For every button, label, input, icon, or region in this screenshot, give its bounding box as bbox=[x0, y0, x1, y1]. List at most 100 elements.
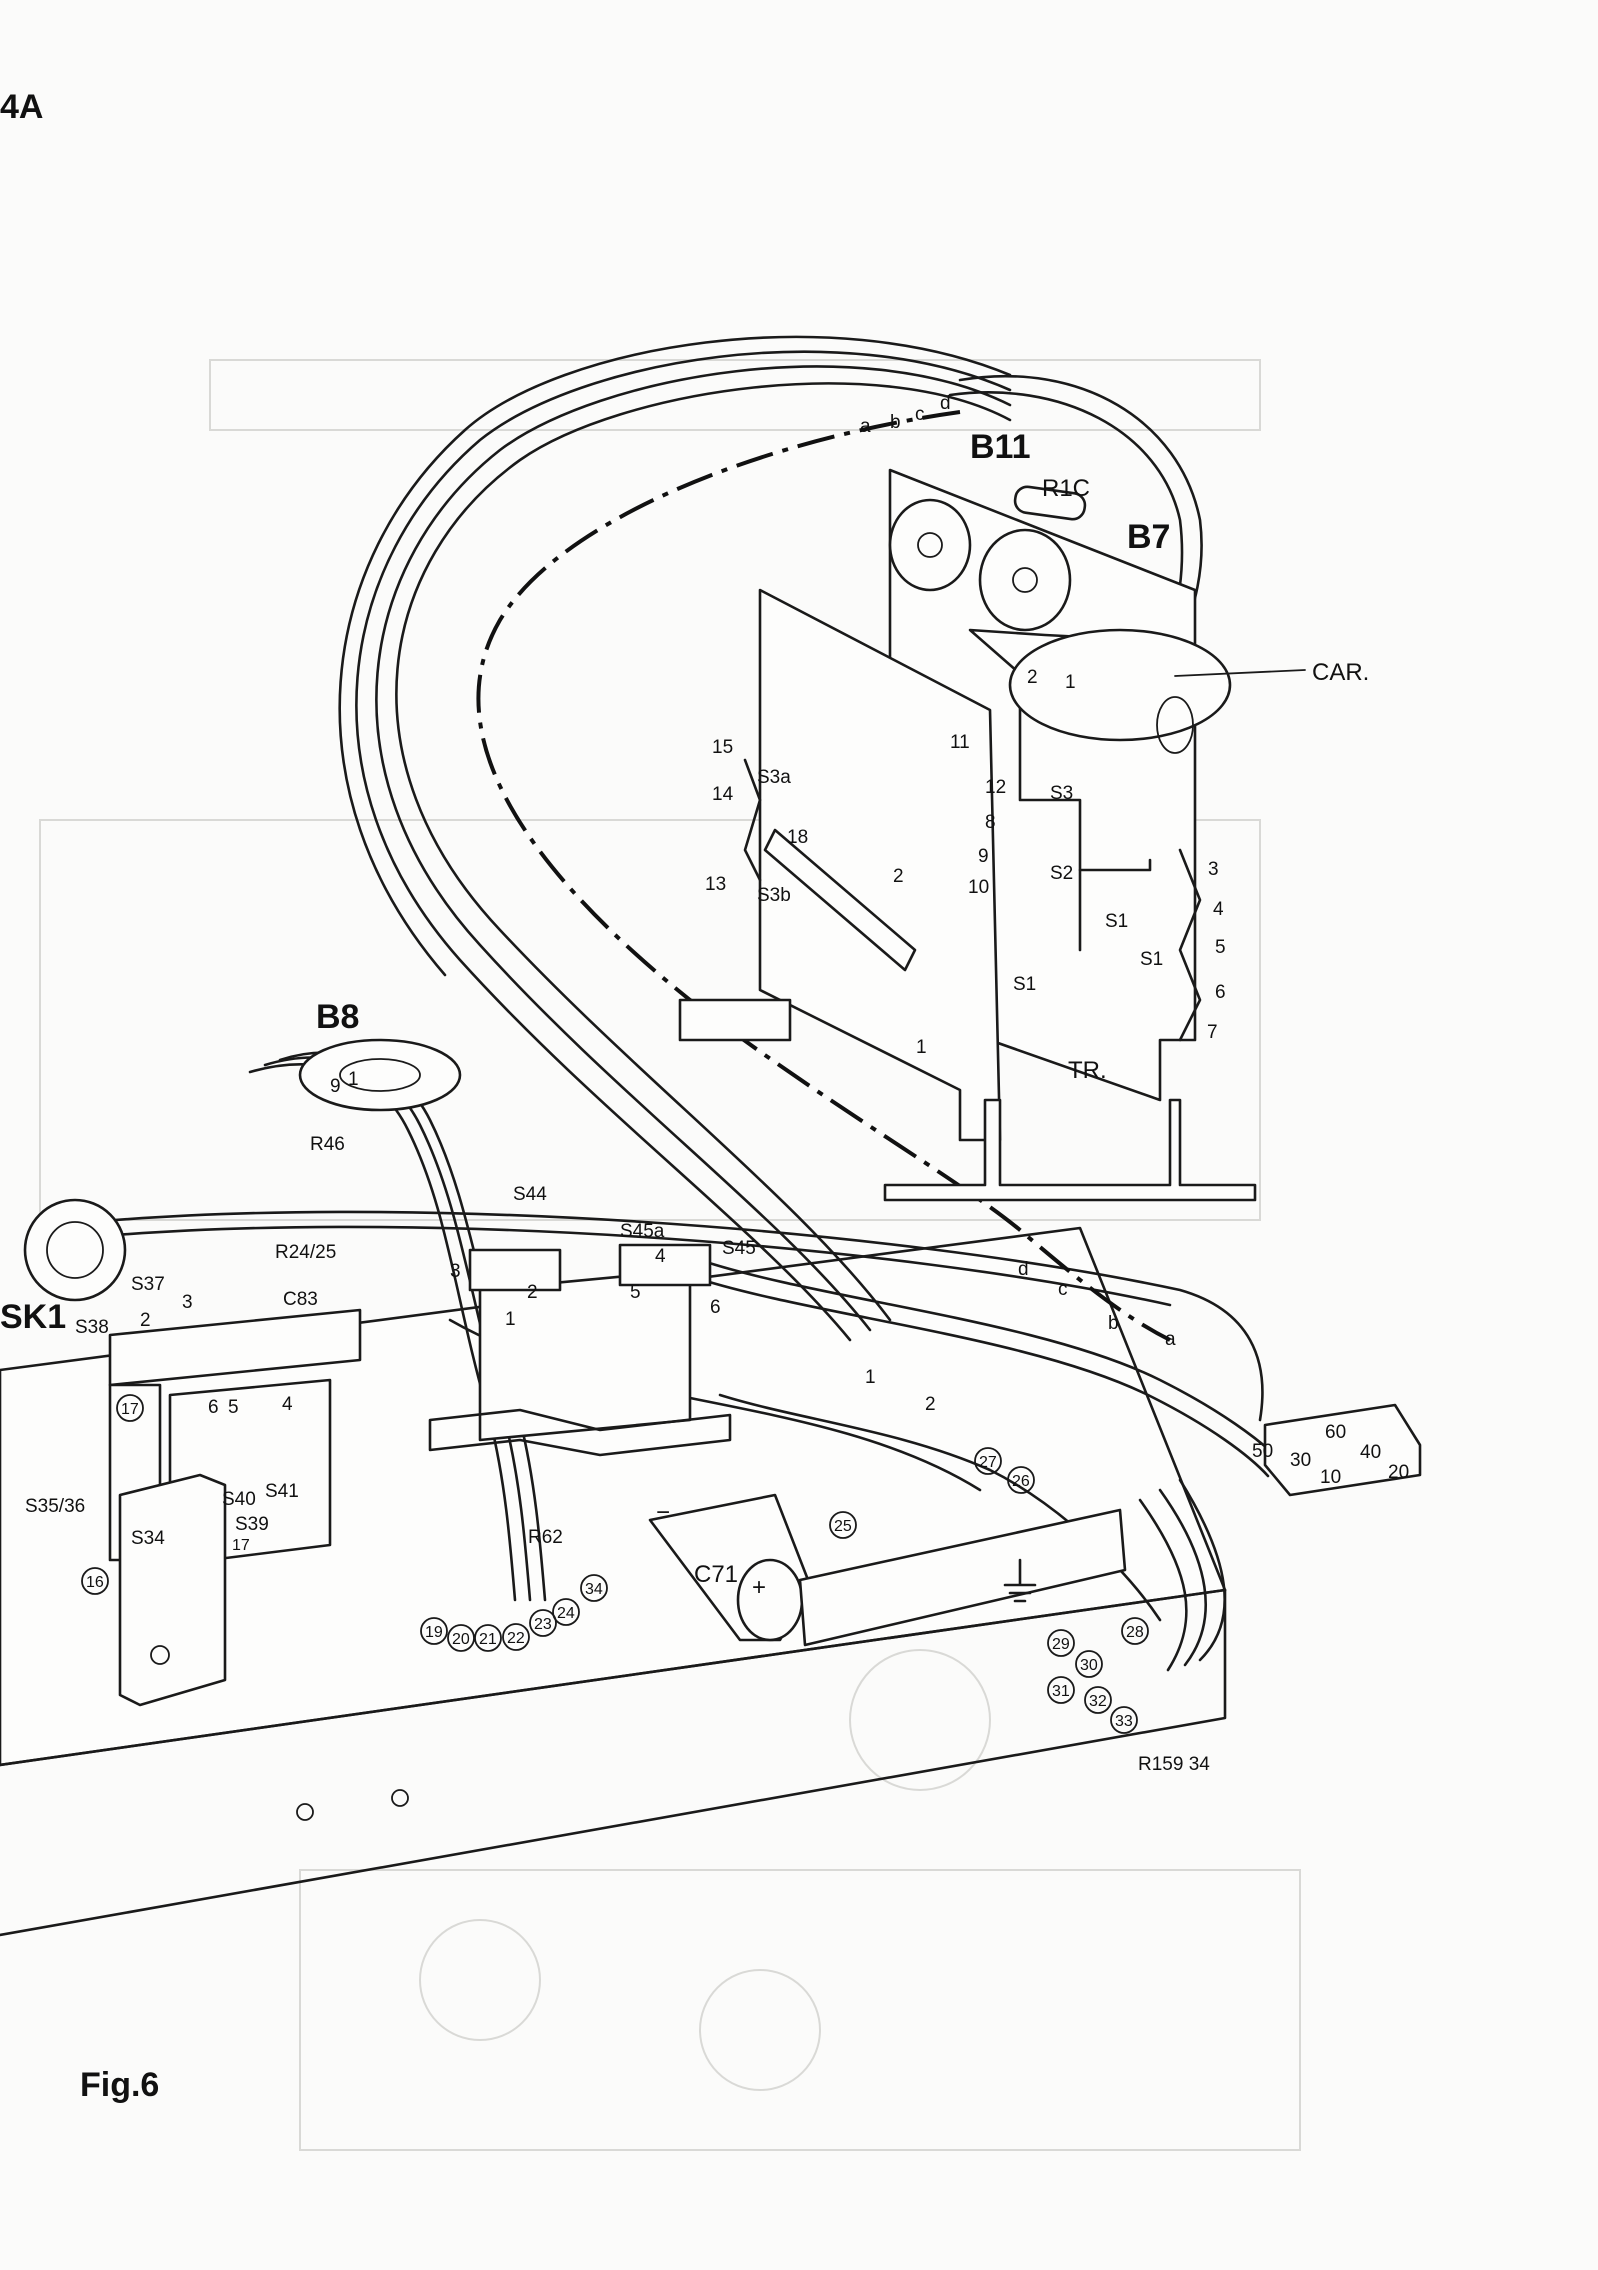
circled-32: 32 bbox=[1084, 1686, 1112, 1714]
svg-text:34: 34 bbox=[585, 1581, 603, 1598]
terminal-s39-5: 5 bbox=[228, 1397, 239, 1418]
switch-label-s44: S44 bbox=[513, 1184, 547, 1205]
cartridge bbox=[1008, 628, 1232, 754]
switch-bracket bbox=[678, 468, 1257, 1202]
terminal-s1-7: 7 bbox=[1207, 1022, 1218, 1043]
figure-label: Fig.6 bbox=[80, 2066, 159, 2104]
terminal-18: 18 bbox=[787, 827, 808, 848]
circled-26: 26 bbox=[1007, 1466, 1035, 1494]
resistor-label-r24-25: R24/25 bbox=[275, 1242, 336, 1263]
switch-label-s1-right: S1 bbox=[1140, 949, 1163, 970]
tube-label-b8: B8 bbox=[316, 998, 359, 1036]
connector-pin-20: 20 bbox=[1388, 1462, 1409, 1483]
switch-s3-arm bbox=[743, 758, 1202, 1042]
terminal-s45-5: 5 bbox=[630, 1282, 641, 1303]
switch-label-s45: S45 bbox=[722, 1238, 756, 1259]
svg-text:20: 20 bbox=[452, 1631, 470, 1648]
circled-34: 34 bbox=[580, 1574, 608, 1602]
cartridge-label: CAR. bbox=[1312, 659, 1369, 686]
switch-label-s41: S41 bbox=[265, 1481, 299, 1502]
terminal-s44-1: 1 bbox=[505, 1309, 516, 1330]
cartridge-leader bbox=[1174, 669, 1306, 677]
switch-label-s40: S40 bbox=[222, 1489, 256, 1510]
terminal-s1-3: 3 bbox=[1208, 859, 1219, 880]
terminal-b8-9: 9 bbox=[330, 1076, 341, 1097]
terminal-s1-4: 4 bbox=[1213, 899, 1224, 920]
circled-17: 17 bbox=[116, 1394, 144, 1422]
svg-text:33: 33 bbox=[1115, 1713, 1133, 1730]
svg-text:24: 24 bbox=[557, 1605, 575, 1622]
switch-label-s1-low: S1 bbox=[1013, 974, 1036, 995]
svg-text:28: 28 bbox=[1126, 1624, 1144, 1641]
tube-socket-b8 bbox=[298, 1038, 462, 1112]
tag-strip-1: 1 bbox=[865, 1367, 876, 1388]
resistor-label-r62: R62 bbox=[528, 1527, 563, 1548]
tag-strip-2: 2 bbox=[925, 1394, 936, 1415]
connector-pin-40: 40 bbox=[1360, 1442, 1381, 1463]
terminal-strip bbox=[798, 1508, 1127, 1647]
svg-text:26: 26 bbox=[1012, 1473, 1030, 1490]
switch-block-s44-s45 bbox=[468, 1243, 712, 1292]
switch-label-s39: S39 bbox=[235, 1514, 269, 1535]
capacitor-plus-symbol: + bbox=[752, 1574, 766, 1601]
switch-label-s35-36: S35/36 bbox=[25, 1496, 85, 1517]
connector-pin-60: 60 bbox=[1325, 1422, 1346, 1443]
terminal-s1-5: 5 bbox=[1215, 937, 1226, 958]
svg-text:22: 22 bbox=[507, 1630, 525, 1647]
switch-label-s45a: S45a bbox=[620, 1221, 665, 1242]
terminal-s44-3: 3 bbox=[450, 1261, 461, 1282]
wire-letter-bottom-d: d bbox=[1018, 1259, 1029, 1280]
circled-33: 33 bbox=[1110, 1706, 1138, 1734]
terminal-s44-2: 2 bbox=[527, 1282, 538, 1303]
terminal-13: 13 bbox=[705, 874, 726, 895]
connector-pin-10: 10 bbox=[1320, 1467, 1341, 1488]
terminal-s37-2: 2 bbox=[140, 1310, 151, 1331]
switch-label-s3b: S3b bbox=[757, 885, 791, 906]
ground-symbol bbox=[1003, 1558, 1037, 1603]
tube-label-b11: B11 bbox=[970, 428, 1031, 466]
terminal-s39-6: 6 bbox=[208, 1397, 219, 1418]
dash-dot-line bbox=[476, 410, 1171, 1342]
tube-socket-b11 bbox=[888, 498, 972, 592]
transformer-label: TR. bbox=[1068, 1057, 1107, 1084]
terminal-s39-17: 17 bbox=[232, 1537, 250, 1554]
circled-28: 28 bbox=[1121, 1617, 1149, 1645]
wire-letter-top-d: d bbox=[940, 393, 951, 414]
svg-text:21: 21 bbox=[479, 1631, 497, 1648]
resistor-label-r1c: R1C bbox=[1042, 475, 1090, 502]
wire-letter-top-b: b bbox=[890, 412, 901, 433]
connector-pin-30: 30 bbox=[1290, 1450, 1311, 1471]
switch-label-s34: S34 bbox=[131, 1528, 165, 1549]
terminal-14: 14 bbox=[712, 784, 734, 805]
resistor-label-r46: R46 bbox=[310, 1134, 345, 1155]
terminal-s37-3: 3 bbox=[182, 1292, 193, 1313]
circled-21: 21 bbox=[474, 1624, 502, 1652]
connector-block bbox=[1263, 1403, 1422, 1497]
terminal-car-1: 1 bbox=[1065, 672, 1076, 693]
wire-letter-top-c: c bbox=[915, 404, 925, 425]
connector-pin-50: 50 bbox=[1252, 1441, 1273, 1462]
svg-text:23: 23 bbox=[534, 1616, 552, 1633]
terminal-b8-1: 1 bbox=[348, 1069, 359, 1090]
corner-label: 4A bbox=[0, 88, 43, 126]
svg-text:27: 27 bbox=[979, 1454, 997, 1471]
svg-text:29: 29 bbox=[1052, 1636, 1070, 1653]
terminal-9: 9 bbox=[978, 846, 989, 867]
tube-label-b7: B7 bbox=[1127, 518, 1170, 556]
circled-31: 31 bbox=[1047, 1676, 1075, 1704]
svg-text:31: 31 bbox=[1052, 1683, 1070, 1700]
switch-label-s3: S3 bbox=[1050, 783, 1073, 804]
svg-text:19: 19 bbox=[425, 1624, 443, 1641]
terminal-12: 12 bbox=[985, 777, 1006, 798]
socket-label-sk1: SK1 bbox=[0, 1298, 66, 1336]
capacitor-minus-symbol: − bbox=[656, 1499, 670, 1526]
wire-letter-bottom-a: a bbox=[1165, 1329, 1176, 1350]
terminal-s1-6: 6 bbox=[1215, 982, 1226, 1003]
circled-19: 19 bbox=[420, 1617, 448, 1645]
circled-23: 23 bbox=[529, 1609, 557, 1637]
drawing-reference: R159 34 bbox=[1138, 1754, 1210, 1775]
svg-text:16: 16 bbox=[86, 1574, 104, 1591]
switch-label-s37: S37 bbox=[131, 1274, 165, 1295]
capacitor-label-c71: C71 bbox=[694, 1561, 738, 1588]
